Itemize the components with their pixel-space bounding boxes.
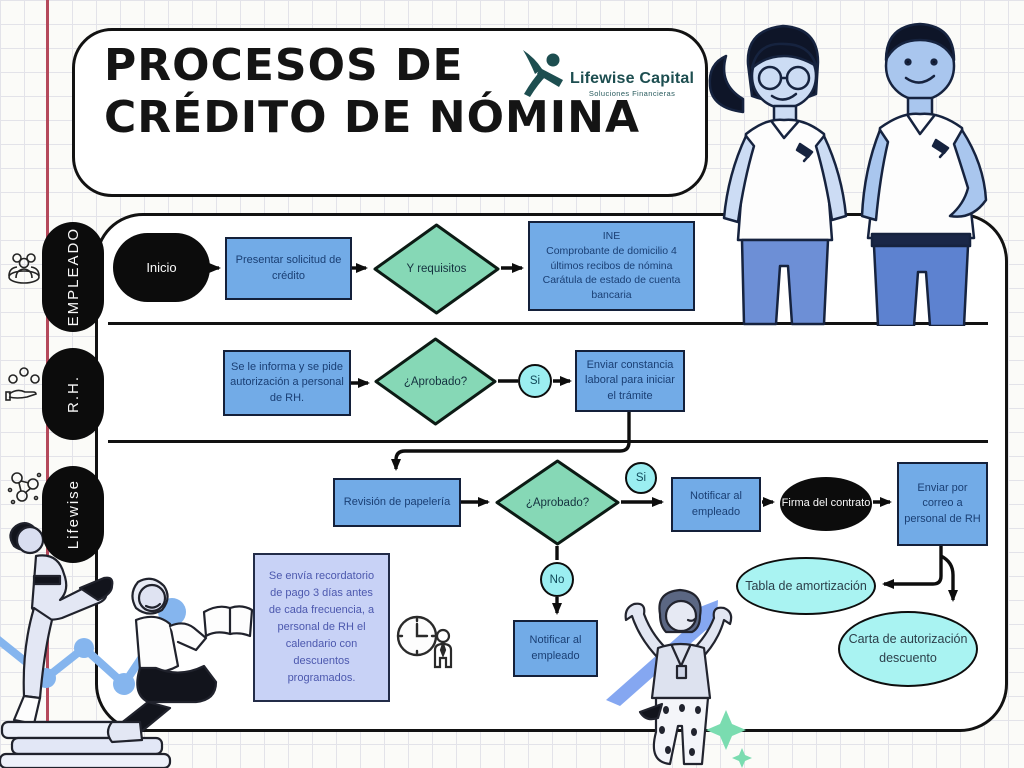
title-card [72,28,708,197]
lane-label-empleado: EMPLEADO [42,222,104,332]
lane-label-rh: R.H. [42,348,104,440]
logo-tagline: Soluciones Financieras [588,89,676,98]
connector-si-lifewise: Si [625,462,657,494]
diamond-shape [373,223,500,315]
data-ine-documentos: INE Comprobante de domicilio 4 últimos r… [528,221,695,311]
connector-si-rh: Si [518,364,552,398]
process-presentar-solicitud: Presentar solicitud de crédito [225,237,352,300]
diamond-shape [495,459,620,546]
lane-divider-1 [108,322,988,325]
process-enviar-constancia: Enviar constancia laboral para iniciar e… [575,350,685,412]
clock-person-icon [396,615,453,669]
process-enviar-correo-rh: Enviar por correo a personal de RH [897,462,988,546]
lane-label-lifewise: Lifewise [42,466,104,563]
process-revision-papeleria: Revisión de papelería [333,478,461,527]
connector-no-lifewise: No [540,562,574,597]
page-title: PROCESOS DE CRÉDITO DE NÓMINA [104,40,640,144]
note-recordatorio-pago: Se envía recordatorio de pago 3 días ant… [253,553,390,702]
employees-illustration [708,22,988,326]
process-se-informa: Se le informa y se pide autorización a p… [223,350,351,416]
data-tabla-amortizacion: Tabla de amortización [736,557,876,615]
people-network-icon [7,472,42,505]
process-firma-contrato: Firma del contrato [780,477,872,531]
page-title-line2: CRÉDITO DE NÓMINA [104,91,641,143]
page-title-line1: PROCESOS DE [104,40,464,91]
decision-aprobado-rh: ¿Aprobado? [373,336,498,427]
hand-holding-people-icon [5,367,40,401]
people-group-icon [8,253,40,284]
decision-y-requisitos: Y requisitos [372,222,501,316]
logo-name: Lifewise Capital [570,70,695,87]
decision-aprobado-lifewise: ¿Aprobado? [494,458,621,547]
lifewise-figure-icon [523,50,563,97]
start-node: Inicio [113,233,210,302]
process-notificar-empleado-si: Notificar al empleado [671,477,761,532]
data-carta-autorizacion: Carta de autorización descuento [838,611,978,687]
lane-divider-2 [108,440,988,443]
process-notificar-empleado-no: Notificar al empleado [513,620,598,677]
company-logo: Lifewise Capital Soluciones Financieras [520,48,694,104]
